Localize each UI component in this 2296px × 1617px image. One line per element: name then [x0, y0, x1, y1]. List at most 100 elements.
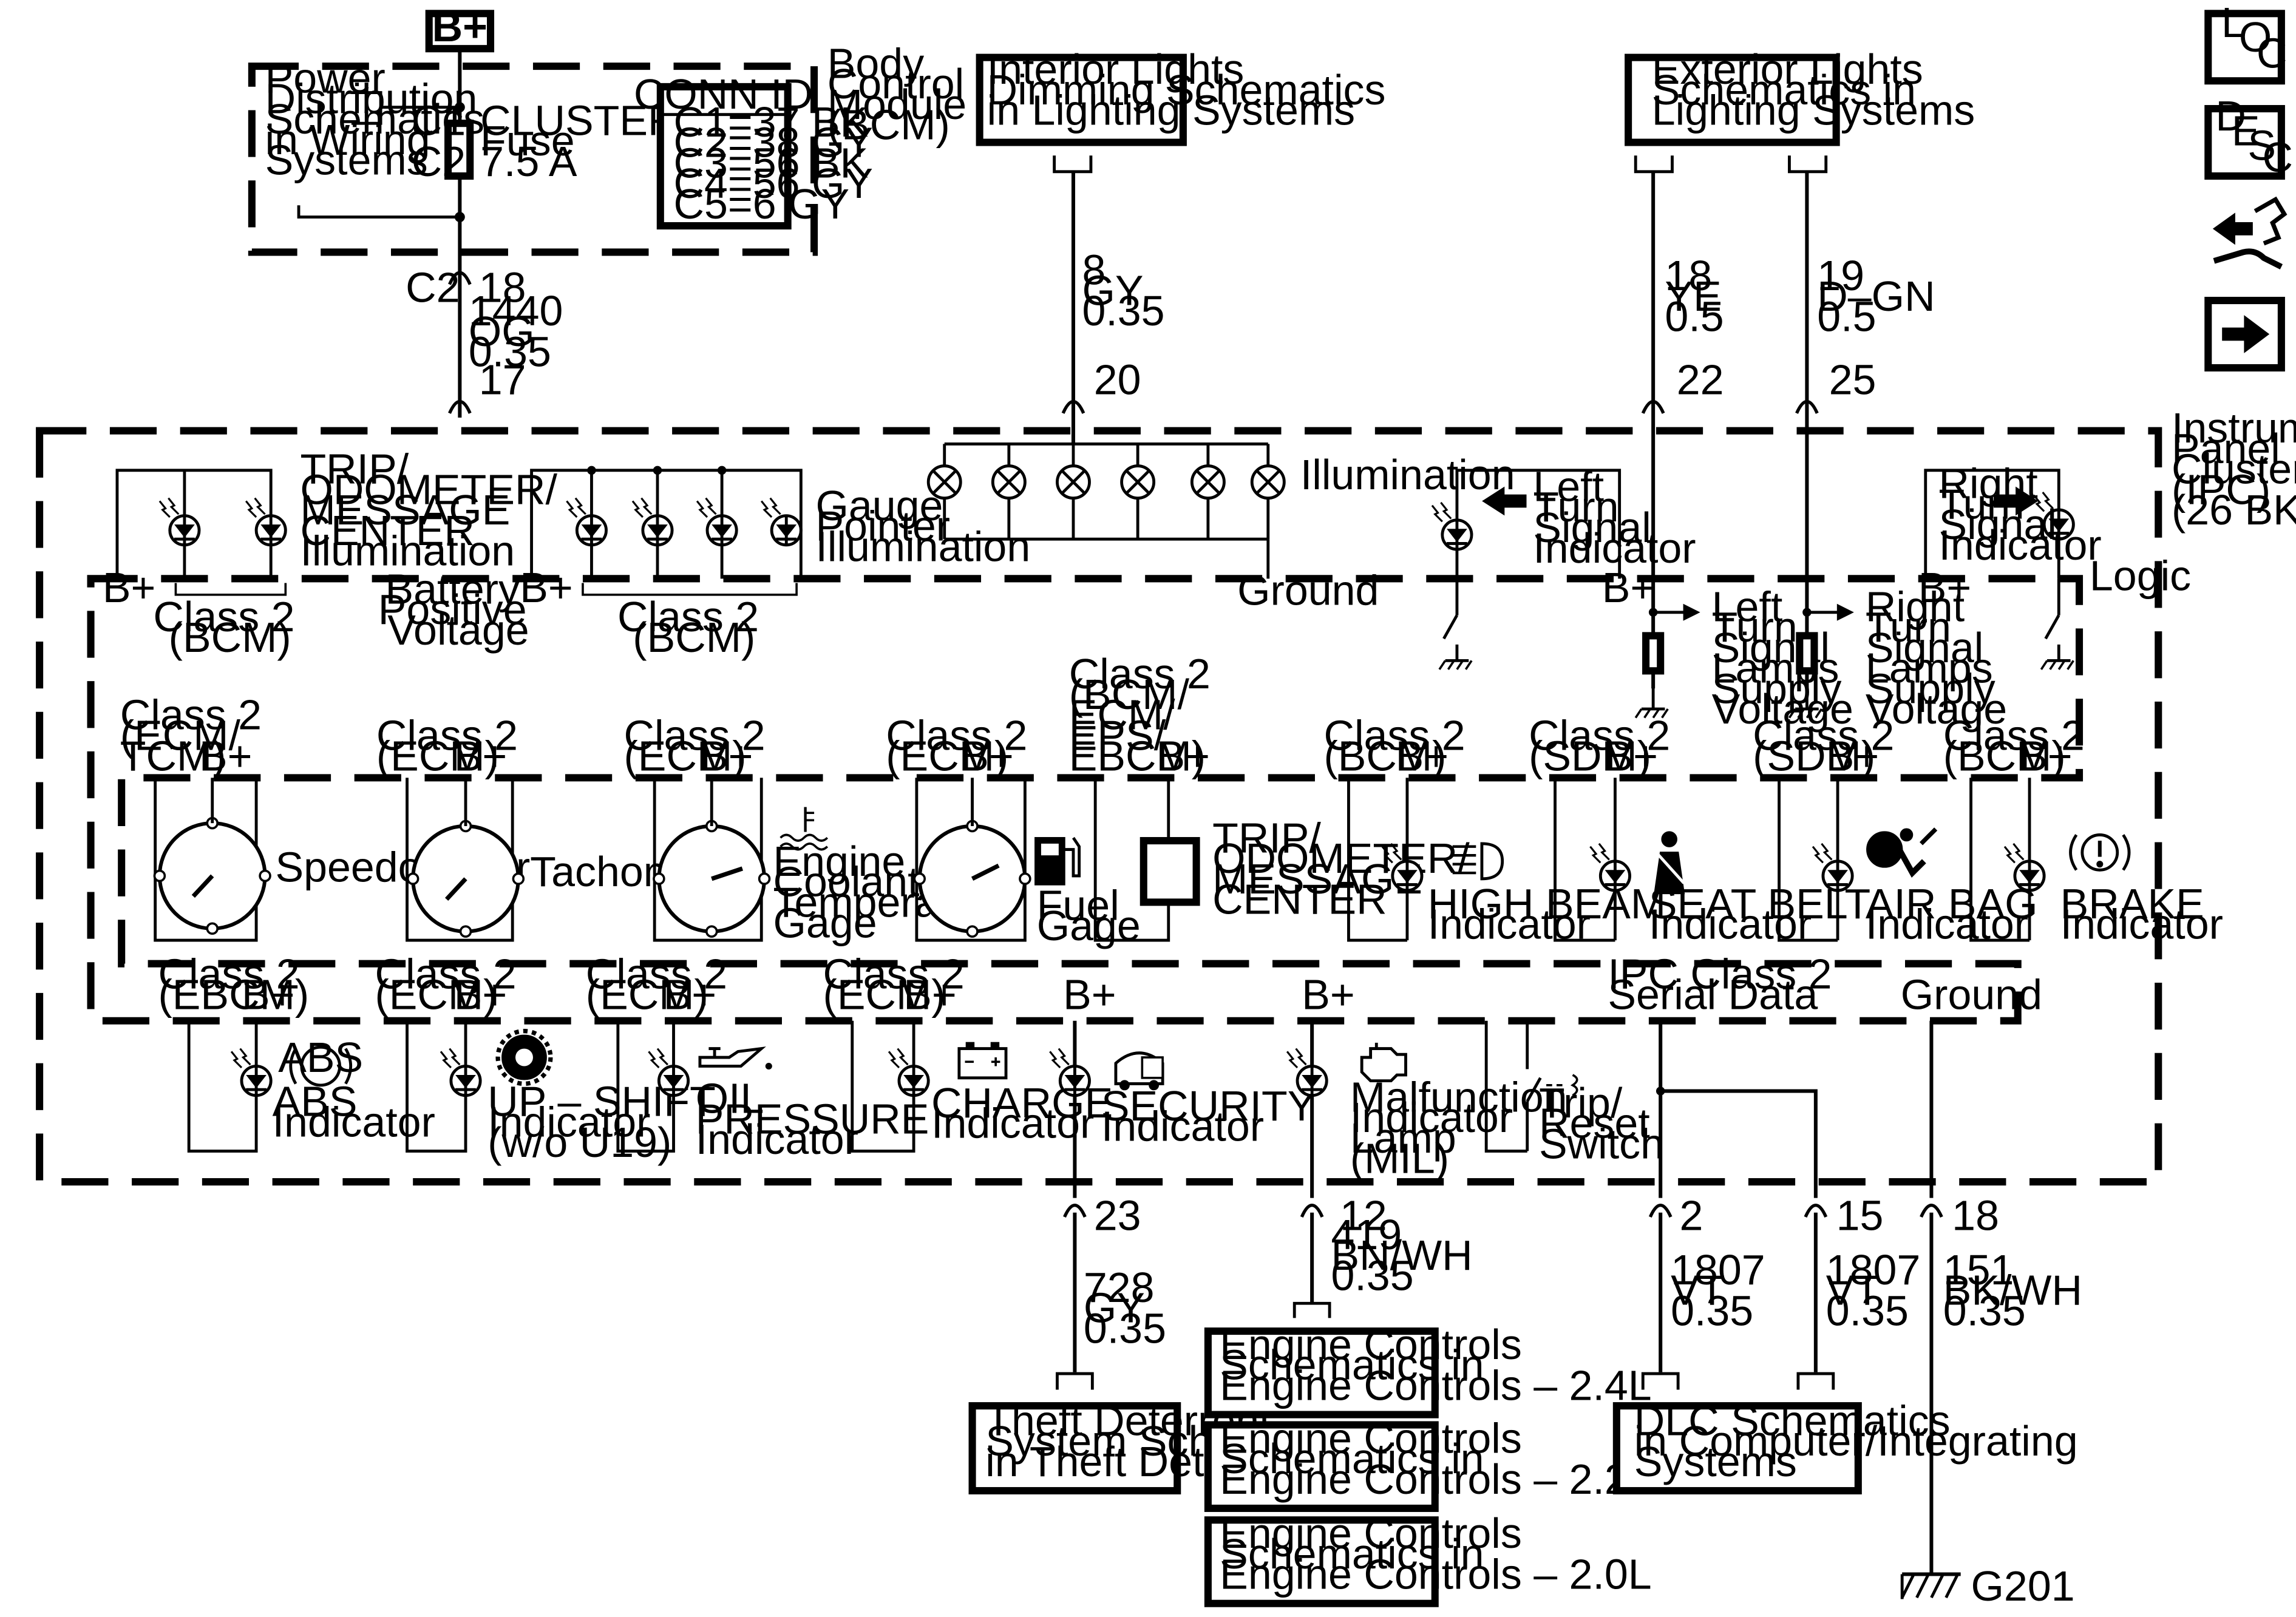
serial-data: IPC Class 2 Serial Data [1608, 951, 1844, 1198]
illumination-label: Illumination [1300, 451, 1515, 498]
engine-20-ref: Engine Controls Schematics in Engine Con… [1220, 1510, 1652, 1598]
svg-text:B+: B+ [199, 732, 253, 779]
svg-text:OIL PRESSURE Indic: OIL PRESSURE Indicator [696, 1075, 941, 1164]
trip-illumination: TRIP/ ODOMETER/ MESSAGE CENTER Illuminat… [103, 446, 558, 661]
oil-pressure-indicator: Class 2 (ECM) B+ OIL PRESSURE Indicator [586, 951, 941, 1164]
svg-text:Right Turn Signal: Right Turn Signal Indicator [1938, 460, 2101, 569]
svg-text:151 BK/WH 0.35: 151 BK/WH 0.35 [1943, 1246, 2094, 1335]
bcm-title: Body Control Module (BCM) [827, 39, 979, 148]
svg-text:B+: B+ [520, 564, 573, 611]
svg-text:1807 VT 0.35: 1807 VT 0.35 [1826, 1246, 1932, 1335]
ipc-pin-17: 17 [479, 356, 526, 403]
svg-text:CHARGE Indicator: CHARGE Indicator [931, 1079, 1125, 1147]
svg-text:Class 2 (ECM): Class 2 (ECM) [886, 712, 1039, 780]
ipc-boundary: Instrument Panel Cluster (IPC) (26 BK) L… [36, 404, 2296, 1186]
svg-text:Class 2 (ECM): Class 2 (ECM) [823, 951, 977, 1019]
seat-belt-icon [1654, 831, 1685, 895]
svg-text:Class 2 (BCM): Class 2 (BCM) [153, 593, 307, 661]
svg-text:Class 2 (ECM): Class 2 (ECM) [586, 951, 739, 1019]
svg-text:B+: B+ [1302, 971, 1355, 1018]
interior-lights-ref: Interior Lights Dimming Schematics in Li… [976, 46, 1385, 418]
trip-message-center: Class 2 (BCM/ ECM/ EPS/ EBCM) B+ TRIP/ O… [1069, 650, 1481, 942]
svg-text:419 BN/WH 0.35: 419 BN/WH 0.35 [1331, 1211, 1484, 1300]
svg-text:B+: B+ [454, 732, 508, 779]
left-turn-wire-label: 18 YE 0.5 [1665, 252, 1733, 341]
engine-24-ref: Engine Controls Schematics in Engine Con… [1220, 1321, 1652, 1409]
svg-text:728 GY 0.35: 728 GY 0.35 [1084, 1264, 1166, 1352]
svg-text:B+: B+ [1396, 732, 1449, 779]
svg-text:Exterior Lights Schemati: Exterior Lights Schematics in Lighting S… [1652, 46, 1975, 134]
engine-22-ref: Engine Controls Schematics in Engine Con… [1220, 1414, 1652, 1503]
svg-text:Left Turn Signal: Left Turn Signal Lamps Supply Voltage [1712, 583, 1853, 733]
svg-text:B+: B+ [242, 971, 295, 1018]
loc-button[interactable]: L O C [2204, 0, 2287, 85]
svg-text:Class 2 (EBCM): Class 2 (EBCM) [158, 951, 311, 1019]
svg-text:HIGH BEAM Indicator: HIGH BEAM Indicator [1428, 880, 1678, 948]
svg-text:B+: B+ [664, 971, 717, 1018]
conn-id-title: CONN ID [634, 70, 813, 118]
svg-text:Class 2 (BCM): Class 2 (BCM) [1323, 712, 1477, 780]
security-wire: 23 728 GY 0.35 [1056, 1192, 1166, 1390]
svg-text:B+: B+ [1826, 732, 1880, 779]
svg-text:B+: B+ [903, 971, 957, 1018]
svg-text:B+: B+ [1602, 564, 1656, 611]
brake-icon [2069, 833, 2131, 872]
speedometer: Class 2 (ECM/ TCM) B+ Speedometer [120, 691, 530, 942]
svg-text:B+: B+ [700, 732, 753, 779]
next-arrow-button[interactable] [2204, 297, 2285, 372]
svg-text:22: 22 [1677, 356, 1724, 403]
battery-label: Battery Positive Voltage [378, 565, 538, 654]
bcm-out-pin: 18 [479, 263, 526, 311]
air-bag-icon [1866, 827, 1938, 878]
svg-text:Class 2 (BCM): Class 2 (BCM) [617, 593, 771, 661]
svg-text:Ground: Ground [1901, 971, 2042, 1018]
brake-indicator: Class 2 (BCM) B+ BRAKE Indicator [1943, 712, 2223, 948]
connector-wrench-icon[interactable] [2212, 196, 2288, 270]
svg-text:Class 2 (ECM): Class 2 (ECM) [375, 951, 528, 1019]
svg-text:AIR BAG Indicator: AIR BAG Indicator [1866, 880, 2050, 948]
illum-ground-label: Ground [1237, 567, 1379, 614]
svg-text:Class 2 (ECM): Class 2 (ECM) [624, 712, 778, 780]
svg-text:B+: B+ [1605, 732, 1659, 779]
exterior-lights-ref: Exterior Lights Schematics in Lighting S… [1625, 46, 1975, 689]
coolant-temp-icon [779, 807, 829, 851]
upshift-gear-icon [495, 1029, 553, 1086]
svg-text:DLC Schematics in Comput: DLC Schematics in Computer/Integrating S… [1634, 1397, 2090, 1485]
battery-icon [957, 1042, 1008, 1080]
abs-indicator: Class 2 (EBCM) B+ ABS Indicator ABS [158, 951, 435, 1153]
svg-text:ABS: ABS [278, 1034, 363, 1081]
conn-id-list: C1=37 BK C2=38 GY C3=56 BK C4=56 GY C5=6… [674, 98, 885, 228]
serial-data-wires: 2 15 1807 VT 0.35 1807 VT 0.35 [1641, 1192, 1932, 1390]
engine-icon [1360, 1042, 1407, 1083]
right-turn-indicator: Right Turn Signal Indicator B+ [1918, 460, 2102, 670]
svg-text:D E S C: D E S C [2215, 92, 2293, 181]
svg-text:20: 20 [1094, 356, 1141, 403]
svg-text:IPC Class 2 Serial Data: IPC Class 2 Serial Data [1608, 951, 1844, 1019]
svg-text:Class 2 (SDM): Class 2 (SDM) [1529, 712, 1682, 780]
svg-text:12: 12 [1340, 1192, 1387, 1239]
left-turn-indicator: Left Turn Signal Indicator B+ [1432, 463, 1696, 669]
svg-text:TRIP/ ODOMETER/ ME: TRIP/ ODOMETER/ MESSAGE CENTER [1212, 814, 1481, 923]
svg-text:Class 2 (ECM): Class 2 (ECM) [376, 712, 530, 780]
svg-text:Gauge Pointer Illu: Gauge Pointer Illumination [815, 482, 1030, 571]
abs-icon: ABS [278, 1034, 363, 1087]
security-indicator: B+ SECURITY Indicator [1050, 971, 1328, 1198]
svg-text:Class 2 (SDM): Class 2 (SDM) [1753, 712, 1906, 780]
trip-reset-switch: Trip/ Reset Switch [1484, 1020, 1664, 1167]
body-control-module: Power Distribution Schematics in Wiring … [248, 39, 979, 256]
high-beam-icon [1452, 842, 1504, 881]
turn-supply-voltage: Left Turn Signal Lamps Supply Voltage Ri… [1635, 583, 2007, 733]
svg-text:BRAKE Indicator: BRAKE Indicator [2060, 880, 2223, 948]
bcm-out-connector: C2 [406, 263, 460, 311]
gauge-pointer-illumination: Gauge Pointer Illumination B+ Class 2 (B… [520, 466, 1030, 661]
svg-text:1807 VT 0.35: 1807 VT 0.35 [1671, 1246, 1777, 1335]
c1-label: C1 [412, 97, 466, 144]
ipc-ground: Ground [1901, 971, 2042, 1198]
bplus-supply: B+ [425, 3, 495, 418]
desc-button[interactable]: D E S C [2204, 92, 2293, 181]
svg-text:B+: B+ [454, 971, 508, 1018]
svg-text:25: 25 [1829, 356, 1877, 403]
svg-text:SECURITY Indicator: SECURITY Indicator [1101, 1082, 1328, 1150]
svg-text:B+: B+ [2019, 732, 2073, 779]
